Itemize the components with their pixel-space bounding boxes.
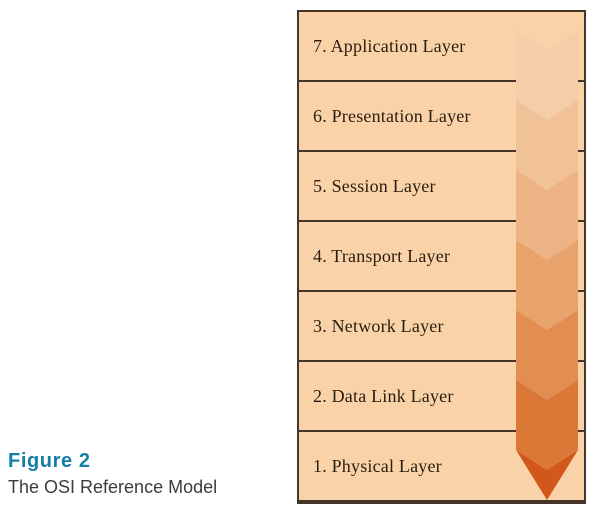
layer-label: 5. Session Layer	[313, 175, 436, 196]
figure-title: The OSI Reference Model	[8, 477, 218, 497]
osi-layer-table: 7. Application Layer 6. Presentation Lay…	[297, 10, 586, 504]
layer-label: 4. Transport Layer	[313, 245, 451, 266]
arrow-chevron-segment	[516, 380, 578, 470]
figure-number-label: Figure 2	[8, 450, 91, 472]
arrow-chevron-segment	[516, 240, 578, 330]
down-arrow-icon	[516, 30, 578, 500]
figure-caption: Figure 2 The OSI Reference Model	[8, 450, 217, 498]
arrow-chevron-segment	[516, 100, 578, 190]
layer-label: 3. Network Layer	[313, 315, 444, 336]
arrow-chevron-segment	[516, 30, 578, 120]
arrow-head	[516, 450, 578, 500]
layer-label: 2. Data Link Layer	[313, 385, 454, 406]
arrow-chevron-segment	[516, 310, 578, 400]
layer-label: 1. Physical Layer	[313, 455, 442, 476]
layer-label: 7. Application Layer	[313, 35, 466, 56]
arrow-chevron-segment	[516, 170, 578, 260]
layer-label: 6. Presentation Layer	[313, 105, 471, 126]
